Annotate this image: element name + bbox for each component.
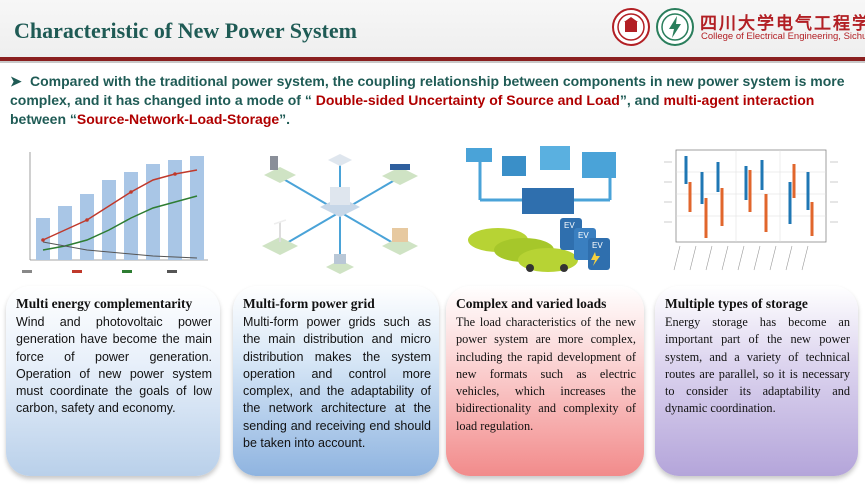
seal-icon [617, 13, 645, 41]
card-text: The load characteristics of the new powe… [456, 315, 636, 433]
card-text: Wind and photovoltaic power generation h… [16, 315, 212, 416]
card-text: Multi-form power grids such as the main … [243, 315, 431, 451]
card-title: Complex and varied loads [456, 296, 607, 311]
title-band [0, 0, 865, 58]
intro-highlight-snls: Source-Network-Load-Storage [76, 111, 280, 127]
ev-charger-label: EV [578, 231, 589, 240]
ev-scene-icon: EV EV EV [466, 146, 616, 272]
college-logo [656, 8, 694, 46]
intro-highlight-interaction: multi-agent interaction [663, 92, 815, 108]
title-divider [0, 57, 865, 61]
lightning-icon [661, 13, 689, 41]
storage-types-figure [650, 142, 858, 282]
intro-text: Compared with the traditional power syst… [10, 73, 845, 108]
college-name-cn: 四川大学电气工程学院 [700, 14, 865, 34]
arrow-bullet-icon: ➤ [10, 73, 22, 89]
card-text: Energy storage has become an important p… [665, 315, 850, 416]
university-seal-logo [612, 8, 650, 46]
card-complex-loads: Complex and varied loads The load charac… [446, 286, 644, 476]
card-title: Multiple types of storage [665, 296, 808, 311]
card-storage-types: Multiple types of storage Energy storage… [655, 286, 858, 476]
college-name-en: College of Electrical Engineering, Sichu… [701, 31, 865, 42]
ev-charger-label: EV [592, 241, 603, 250]
intro-text: between “ [10, 111, 77, 127]
title-divider-shadow [0, 61, 865, 63]
grid-network-icon [262, 154, 418, 274]
card-title: Multi-form power grid [243, 296, 375, 311]
capacity-trend-figure [12, 142, 212, 282]
card-title: Multi energy complementarity [16, 296, 193, 311]
multi-form-grid-illustration [240, 142, 440, 282]
intro-text: ”, and [619, 92, 664, 108]
page-title: Characteristic of New Power System [14, 18, 357, 43]
intro-text: ”. [279, 111, 291, 127]
intro-highlight-uncertainty: Double-sided Uncertainty of Source and L… [315, 92, 620, 108]
ev-charger-label: EV [564, 221, 575, 230]
storage-range-chart-illustration [650, 142, 858, 282]
card-multi-energy: Multi energy complementarity Wind and ph… [6, 286, 220, 476]
capacity-chart-illustration [12, 142, 212, 282]
ev-charging-illustration: EV EV EV [460, 142, 638, 282]
intro-paragraph: ➤Compared with the traditional power sys… [10, 72, 858, 129]
card-multi-form-grid: Multi-form power grid Multi-form power g… [233, 286, 439, 476]
